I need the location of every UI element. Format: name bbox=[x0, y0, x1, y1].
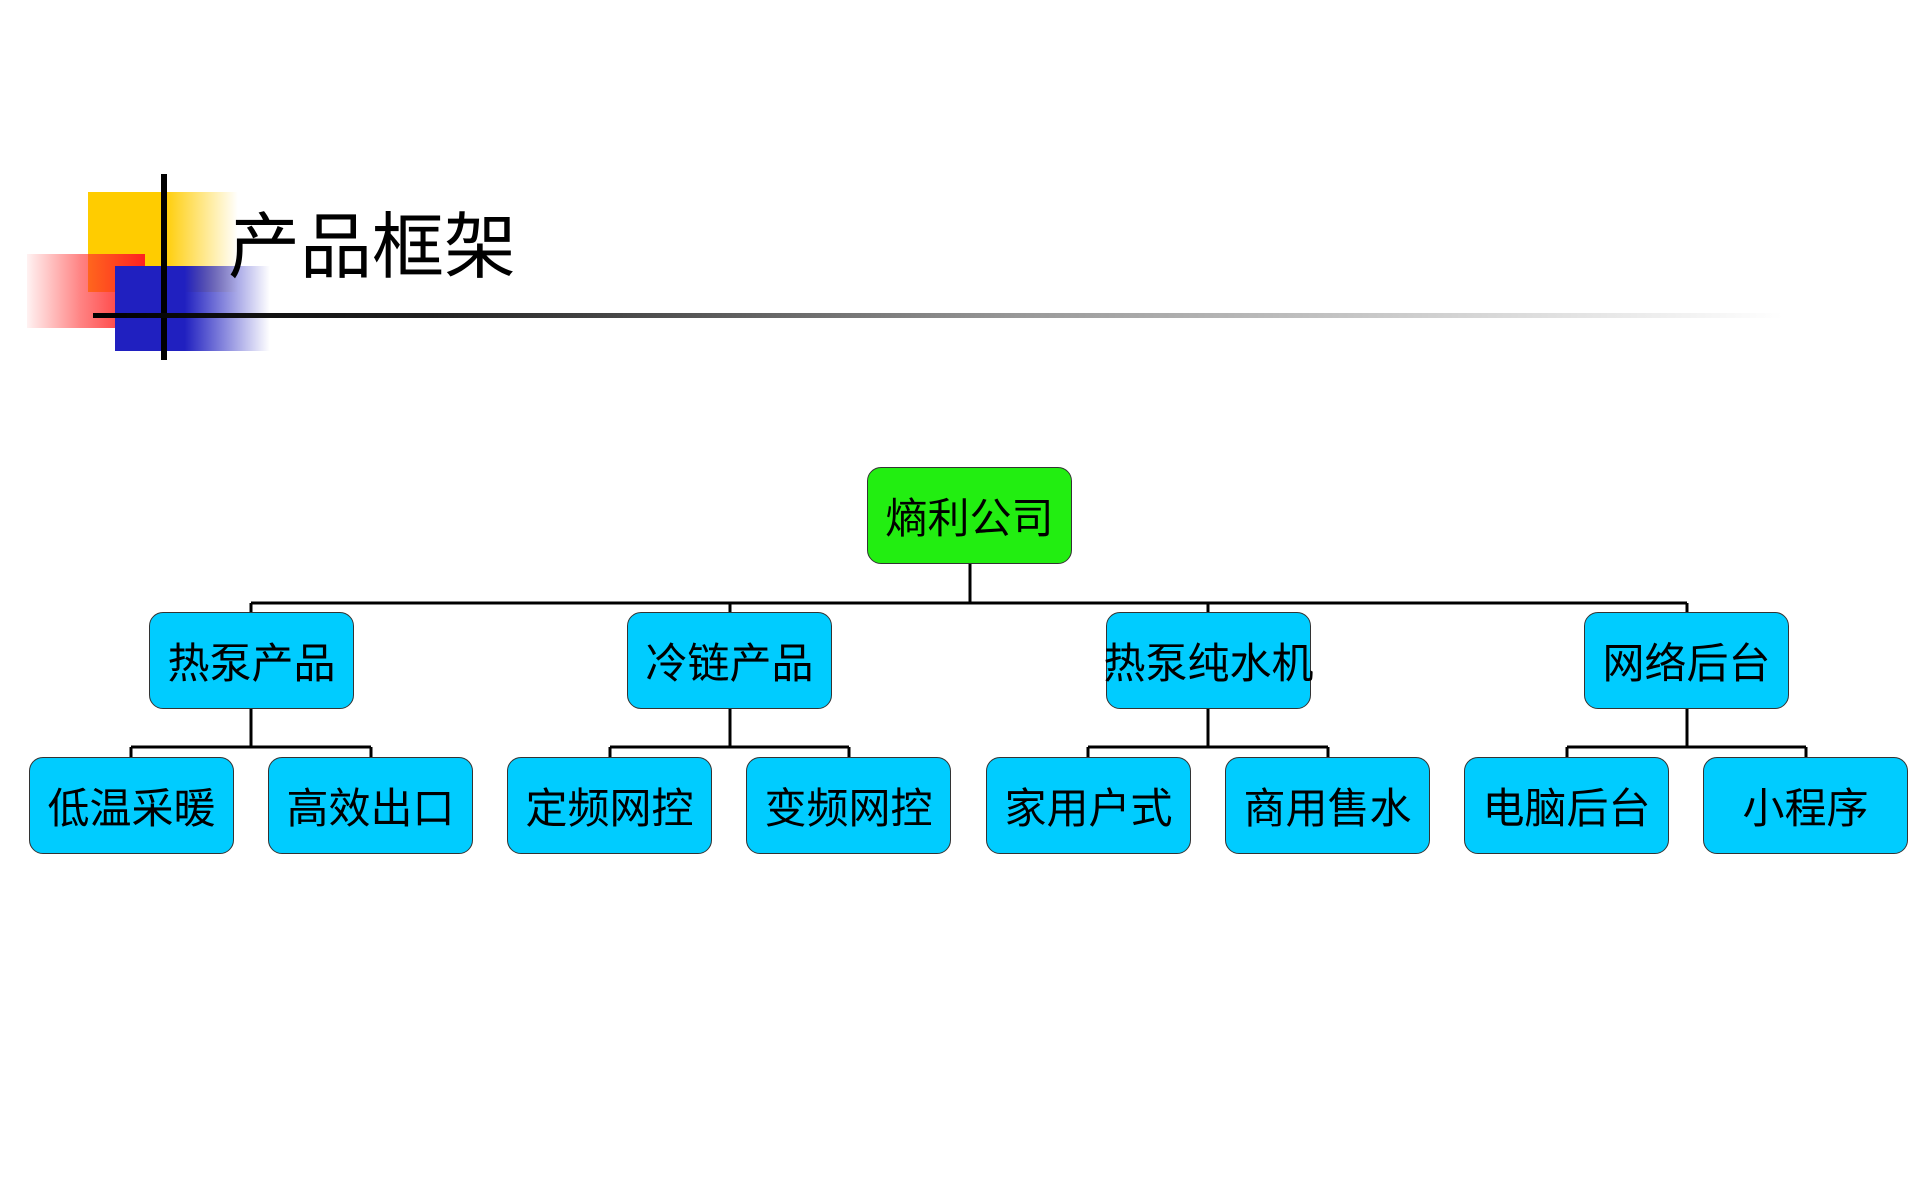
node-root: 熵利公司 bbox=[867, 467, 1072, 564]
node-category-water-machine: 热泵纯水机 bbox=[1104, 612, 1314, 709]
decoration-blue-square bbox=[115, 266, 270, 351]
decoration-vertical-line bbox=[161, 174, 167, 360]
node-category-network-backend: 网络后台 bbox=[1584, 612, 1789, 709]
node-leaf: 高效出口 bbox=[268, 757, 473, 854]
node-leaf: 电脑后台 bbox=[1464, 757, 1669, 854]
title-underline bbox=[93, 313, 1783, 318]
node-leaf: 低温采暖 bbox=[29, 757, 234, 854]
node-leaf: 小程序 bbox=[1703, 757, 1908, 854]
node-leaf: 定频网控 bbox=[507, 757, 712, 854]
node-leaf: 商用售水 bbox=[1225, 757, 1430, 854]
node-category-heat-pump: 热泵产品 bbox=[149, 612, 354, 709]
node-category-cold-chain: 冷链产品 bbox=[627, 612, 832, 709]
node-leaf: 家用户式 bbox=[986, 757, 1191, 854]
slide-title: 产品框架 bbox=[228, 205, 517, 289]
node-leaf: 变频网控 bbox=[746, 757, 951, 854]
